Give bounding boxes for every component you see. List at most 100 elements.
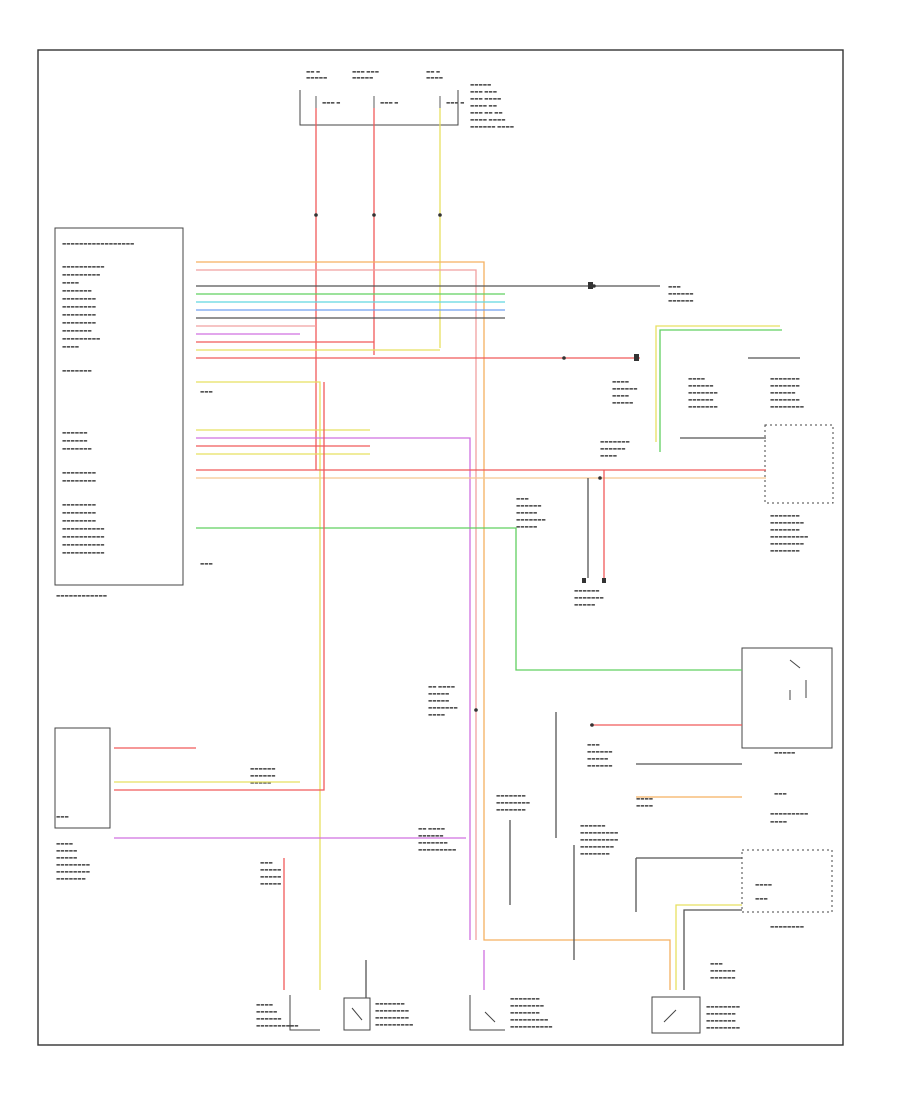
- svg-text:▬▬▬▬▬▬▬▬▬▬: ▬▬▬▬▬▬▬▬▬▬: [62, 543, 105, 548]
- svg-text:▬▬▬▬▬: ▬▬▬▬▬: [352, 76, 373, 81]
- instrument-cluster: ▬▬▬▬▬▬▬▬▬▬▬▬▬▬▬▬▬ ▬▬▬▬▬▬▬▬▬▬▬▬▬▬▬▬▬▬▬ ▬▬…: [54, 227, 213, 599]
- svg-text:▬▬▬▬▬▬▬: ▬▬▬▬▬▬▬: [770, 377, 800, 382]
- svg-text:▬▬▬▬▬▬: ▬▬▬▬▬▬: [668, 292, 694, 297]
- svg-text:▬▬▬▬▬▬▬▬▬▬: ▬▬▬▬▬▬▬▬▬▬: [510, 1025, 553, 1030]
- svg-text:▬▬▬ ▬▬▬: ▬▬▬ ▬▬▬: [352, 70, 379, 75]
- svg-text:▬▬▬▬▬▬▬: ▬▬▬▬▬▬▬: [688, 391, 718, 396]
- svg-text:▬▬▬▬▬▬▬▬: ▬▬▬▬▬▬▬▬: [770, 405, 804, 410]
- svg-text:▬▬▬▬: ▬▬▬▬: [256, 1003, 273, 1008]
- ground-symbols: [582, 282, 639, 583]
- svg-text:▬▬▬▬▬▬▬▬: ▬▬▬▬▬▬▬▬: [496, 801, 530, 806]
- svg-text:▬▬▬▬▬▬: ▬▬▬▬▬▬: [250, 767, 276, 772]
- svg-text:▬▬▬▬▬▬▬▬: ▬▬▬▬▬▬▬▬: [62, 519, 96, 524]
- svg-text:▬▬▬▬▬▬▬▬▬▬: ▬▬▬▬▬▬▬▬▬▬: [256, 1024, 299, 1029]
- svg-text:▬▬▬▬▬▬: ▬▬▬▬▬▬: [418, 834, 444, 839]
- svg-text:▬▬▬▬▬▬▬▬: ▬▬▬▬▬▬▬▬: [62, 305, 96, 310]
- svg-text:▬▬▬▬▬: ▬▬▬▬▬: [428, 699, 449, 704]
- svg-text:▬▬▬▬: ▬▬▬▬: [612, 394, 629, 399]
- svg-text:▬▬▬ ▬: ▬▬▬ ▬: [322, 101, 340, 106]
- wire-mid-7: [196, 527, 742, 671]
- svg-text:▬▬▬▬▬▬▬▬▬: ▬▬▬▬▬▬▬▬▬: [62, 273, 100, 278]
- svg-text:▬▬▬▬▬: ▬▬▬▬▬: [260, 875, 281, 880]
- svg-text:▬▬▬ ▬▬▬▬: ▬▬▬ ▬▬▬▬: [470, 97, 501, 102]
- svg-text:▬▬▬ ▬: ▬▬▬ ▬: [380, 101, 398, 106]
- svg-text:▬▬▬▬▬▬: ▬▬▬▬▬▬: [612, 387, 638, 392]
- wire-gear-3: [683, 909, 742, 990]
- svg-text:▬▬▬▬▬▬▬▬: ▬▬▬▬▬▬▬▬: [62, 297, 96, 302]
- svg-text:▬▬▬▬▬▬▬▬: ▬▬▬▬▬▬▬▬: [62, 471, 96, 476]
- svg-text:▬▬▬: ▬▬▬: [200, 562, 213, 567]
- svg-text:▬▬▬: ▬▬▬: [516, 497, 529, 502]
- svg-text:▬▬▬▬▬▬: ▬▬▬▬▬▬: [668, 299, 694, 304]
- svg-text:▬▬▬▬▬▬▬: ▬▬▬▬▬▬▬: [62, 447, 92, 452]
- svg-text:▬▬▬▬: ▬▬▬▬: [688, 377, 705, 382]
- svg-text:▬▬▬▬▬▬: ▬▬▬▬▬▬: [250, 774, 276, 779]
- svg-text:▬▬▬▬▬▬: ▬▬▬▬▬▬: [574, 589, 600, 594]
- svg-text:▬▬▬▬▬: ▬▬▬▬▬: [250, 781, 271, 786]
- svg-text:▬▬▬▬▬▬: ▬▬▬▬▬▬: [688, 384, 714, 389]
- left-lower-module: ▬▬▬▬▬▬▬▬▬ ▬▬▬▬▬▬▬▬▬▬▬▬▬ ▬▬▬▬▬▬▬▬▬▬▬▬▬▬▬ …: [54, 727, 111, 882]
- svg-text:▬▬▬▬▬▬▬▬▬: ▬▬▬▬▬▬▬▬▬: [375, 1023, 413, 1028]
- svg-text:▬▬▬▬ ▬▬▬▬: ▬▬▬▬ ▬▬▬▬: [470, 118, 505, 123]
- svg-text:▬▬▬▬▬▬▬▬▬▬▬▬▬▬▬▬▬: ▬▬▬▬▬▬▬▬▬▬▬▬▬▬▬▬▬: [62, 242, 134, 247]
- svg-text:▬▬▬▬▬▬▬▬: ▬▬▬▬▬▬▬▬: [62, 511, 96, 516]
- svg-text:▬▬▬▬▬: ▬▬▬▬▬: [612, 401, 633, 406]
- wire-ground-mid: [509, 820, 575, 960]
- svg-text:▬▬▬▬▬▬▬: ▬▬▬▬▬▬▬: [56, 877, 86, 882]
- svg-text:▬▬▬▬▬▬▬▬: ▬▬▬▬▬▬▬▬: [580, 845, 614, 850]
- svg-text:▬▬▬: ▬▬▬: [56, 815, 69, 820]
- svg-text:▬▬▬▬: ▬▬▬▬: [62, 281, 79, 286]
- svg-text:▬▬▬▬▬▬▬: ▬▬▬▬▬▬▬: [428, 706, 458, 711]
- svg-text:▬▬▬▬▬▬▬▬: ▬▬▬▬▬▬▬▬: [770, 542, 804, 547]
- svg-text:▬▬▬▬▬▬▬▬▬▬: ▬▬▬▬▬▬▬▬▬▬: [62, 265, 105, 270]
- svg-text:▬▬▬▬: ▬▬▬▬: [62, 345, 79, 350]
- svg-text:▬▬▬▬▬▬▬: ▬▬▬▬▬▬▬: [496, 808, 526, 813]
- svg-text:▬▬▬▬▬▬▬: ▬▬▬▬▬▬▬: [600, 440, 630, 445]
- svg-text:▬▬▬▬▬▬▬▬▬▬: ▬▬▬▬▬▬▬▬▬▬: [62, 551, 105, 556]
- svg-text:▬▬▬▬▬▬▬: ▬▬▬▬▬▬▬: [770, 549, 800, 554]
- svg-text:▬▬▬▬▬: ▬▬▬▬▬: [56, 856, 77, 861]
- wires: [114, 108, 800, 998]
- svg-text:▬▬▬▬▬▬▬: ▬▬▬▬▬▬▬: [770, 528, 800, 533]
- svg-text:▬▬▬ ▬: ▬▬▬ ▬: [446, 101, 464, 106]
- svg-text:▬▬▬: ▬▬▬: [587, 743, 600, 748]
- svg-text:▬▬▬▬▬: ▬▬▬▬▬: [587, 757, 608, 762]
- svg-text:▬▬▬▬▬: ▬▬▬▬▬: [574, 603, 595, 608]
- wire-gear-2: [675, 904, 742, 990]
- svg-text:▬▬▬▬▬▬▬▬: ▬▬▬▬▬▬▬▬: [770, 521, 804, 526]
- svg-text:▬▬▬: ▬▬▬: [710, 962, 723, 967]
- svg-text:▬▬▬▬▬▬: ▬▬▬▬▬▬: [587, 750, 613, 755]
- svg-text:▬▬▬▬▬▬▬▬: ▬▬▬▬▬▬▬▬: [706, 1005, 740, 1010]
- svg-text:▬▬▬▬▬▬▬▬▬: ▬▬▬▬▬▬▬▬▬: [580, 838, 618, 843]
- svg-text:▬▬▬▬▬▬▬: ▬▬▬▬▬▬▬: [375, 1002, 405, 1007]
- svg-text:▬▬▬▬: ▬▬▬▬: [636, 797, 653, 802]
- svg-text:▬▬▬▬▬▬: ▬▬▬▬▬▬: [587, 764, 613, 769]
- svg-text:▬▬▬▬▬: ▬▬▬▬▬: [56, 849, 77, 854]
- svg-text:▬▬▬▬▬▬▬: ▬▬▬▬▬▬▬: [510, 1011, 540, 1016]
- svg-text:▬▬▬▬▬▬▬: ▬▬▬▬▬▬▬: [770, 384, 800, 389]
- svg-text:▬▬▬▬▬▬: ▬▬▬▬▬▬: [770, 391, 796, 396]
- svg-text:▬▬ ▬▬▬▬: ▬▬ ▬▬▬▬: [418, 827, 445, 832]
- right-module: ▬▬▬▬▬▬▬▬▬▬▬▬▬▬▬ ▬▬▬▬▬▬▬▬▬▬▬▬▬▬▬▬ ▬▬▬▬▬▬▬…: [668, 285, 834, 554]
- svg-text:▬▬▬▬▬▬: ▬▬▬▬▬▬: [710, 976, 736, 981]
- svg-text:▬▬▬▬▬▬▬▬: ▬▬▬▬▬▬▬▬: [62, 479, 96, 484]
- svg-text:▬▬▬ ▬▬ ▬▬: ▬▬▬ ▬▬ ▬▬: [470, 111, 503, 116]
- svg-text:▬▬▬▬▬: ▬▬▬▬▬: [260, 868, 281, 873]
- right-switch-module: ▬▬▬▬▬▬▬▬▬▬▬▬▬ ▬▬▬▬▬▬▬▬ ▬▬▬▬▬▬▬ ▬▬▬▬▬▬▬▬: [741, 647, 833, 930]
- svg-text:▬▬▬▬▬▬▬: ▬▬▬▬▬▬▬: [62, 369, 92, 374]
- svg-text:▬▬▬▬▬▬: ▬▬▬▬▬▬: [516, 504, 542, 509]
- connector-dots: [314, 213, 602, 727]
- svg-text:▬▬▬▬: ▬▬▬▬: [636, 804, 653, 809]
- svg-text:▬▬▬: ▬▬▬: [774, 792, 787, 797]
- svg-text:▬▬▬▬▬▬▬▬: ▬▬▬▬▬▬▬▬: [56, 863, 90, 868]
- svg-text:▬▬▬▬▬▬▬: ▬▬▬▬▬▬▬: [418, 841, 448, 846]
- svg-text:▬▬▬▬▬▬: ▬▬▬▬▬▬: [62, 431, 88, 436]
- svg-text:▬▬▬: ▬▬▬: [260, 861, 273, 866]
- svg-text:▬▬▬▬▬▬▬▬: ▬▬▬▬▬▬▬▬: [706, 1026, 740, 1031]
- svg-text:▬▬▬▬▬▬▬: ▬▬▬▬▬▬▬: [574, 596, 604, 601]
- svg-text:▬▬▬▬▬▬▬▬: ▬▬▬▬▬▬▬▬: [62, 313, 96, 318]
- svg-text:▬▬▬▬▬▬▬▬: ▬▬▬▬▬▬▬▬: [510, 1004, 544, 1009]
- svg-text:▬▬▬▬▬▬▬▬: ▬▬▬▬▬▬▬▬: [375, 1016, 409, 1021]
- svg-text:▬▬▬▬▬▬▬▬▬: ▬▬▬▬▬▬▬▬▬: [510, 1018, 548, 1023]
